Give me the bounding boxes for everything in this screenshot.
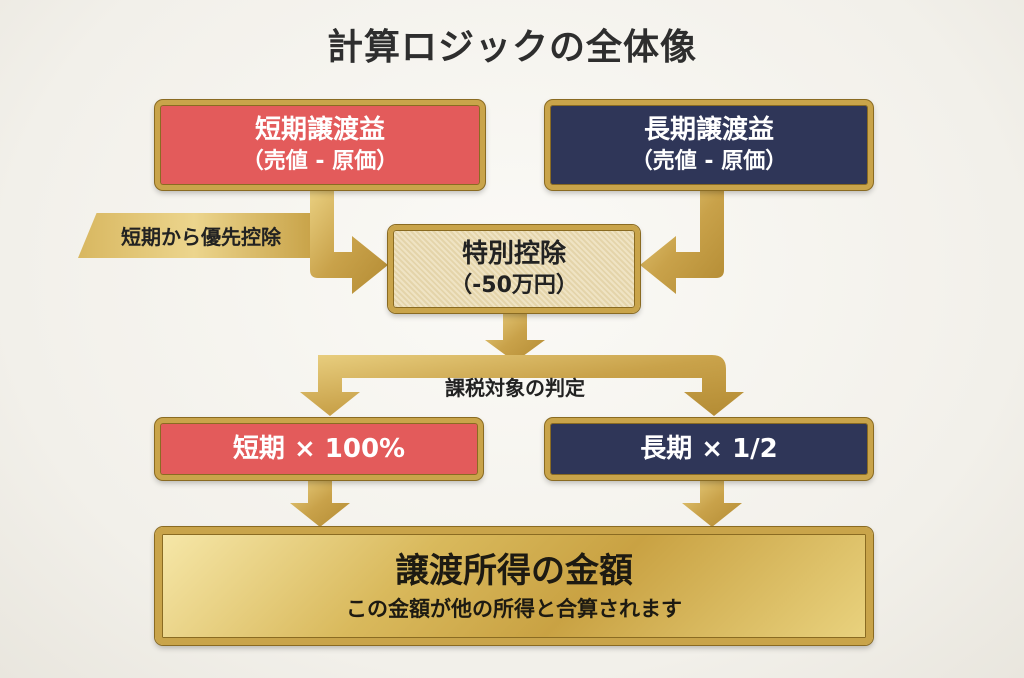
arrow-deduction-down bbox=[485, 313, 545, 362]
long-term-gain-title: 長期譲渡益 bbox=[643, 115, 774, 145]
special-deduction-title: 特別控除 bbox=[461, 239, 566, 269]
short-term-rate-box: 短期 × 100% bbox=[155, 418, 483, 480]
taxable-judgement-label: 課税対象の判定 bbox=[445, 376, 585, 400]
special-deduction-amount: （-50万円） bbox=[450, 273, 578, 298]
long-term-rate-text: 長期 × 1/2 bbox=[640, 434, 778, 464]
short-term-rate-text: 短期 × 100% bbox=[232, 434, 406, 464]
priority-deduction-ribbon: 短期から優先控除 bbox=[78, 213, 310, 258]
page-title: 計算ロジックの全体像 bbox=[326, 26, 697, 68]
arrow-long-rate-down bbox=[682, 480, 742, 527]
short-term-gain-formula: （売値 - 原価） bbox=[241, 149, 399, 174]
long-term-gain-box: 長期譲渡益 （売値 - 原価） bbox=[545, 100, 873, 190]
arrow-short-rate-down bbox=[290, 480, 350, 527]
short-term-gain-box: 短期譲渡益 （売値 - 原価） bbox=[155, 100, 485, 190]
long-term-rate-box: 長期 × 1/2 bbox=[545, 418, 873, 480]
transfer-income-subtitle: この金額が他の所得と合算されます bbox=[346, 597, 682, 621]
arrow-short-to-deduction bbox=[310, 190, 388, 294]
special-deduction-box: 特別控除 （-50万円） bbox=[388, 225, 640, 313]
short-term-gain-title: 短期譲渡益 bbox=[254, 115, 385, 145]
long-term-gain-formula: （売値 - 原価） bbox=[630, 149, 788, 174]
transfer-income-box: 譲渡所得の金額 この金額が他の所得と合算されます bbox=[155, 527, 873, 645]
arrow-long-to-deduction bbox=[640, 190, 724, 294]
arrow-judgement-branch bbox=[300, 355, 744, 416]
transfer-income-title: 譲渡所得の金額 bbox=[395, 551, 633, 591]
